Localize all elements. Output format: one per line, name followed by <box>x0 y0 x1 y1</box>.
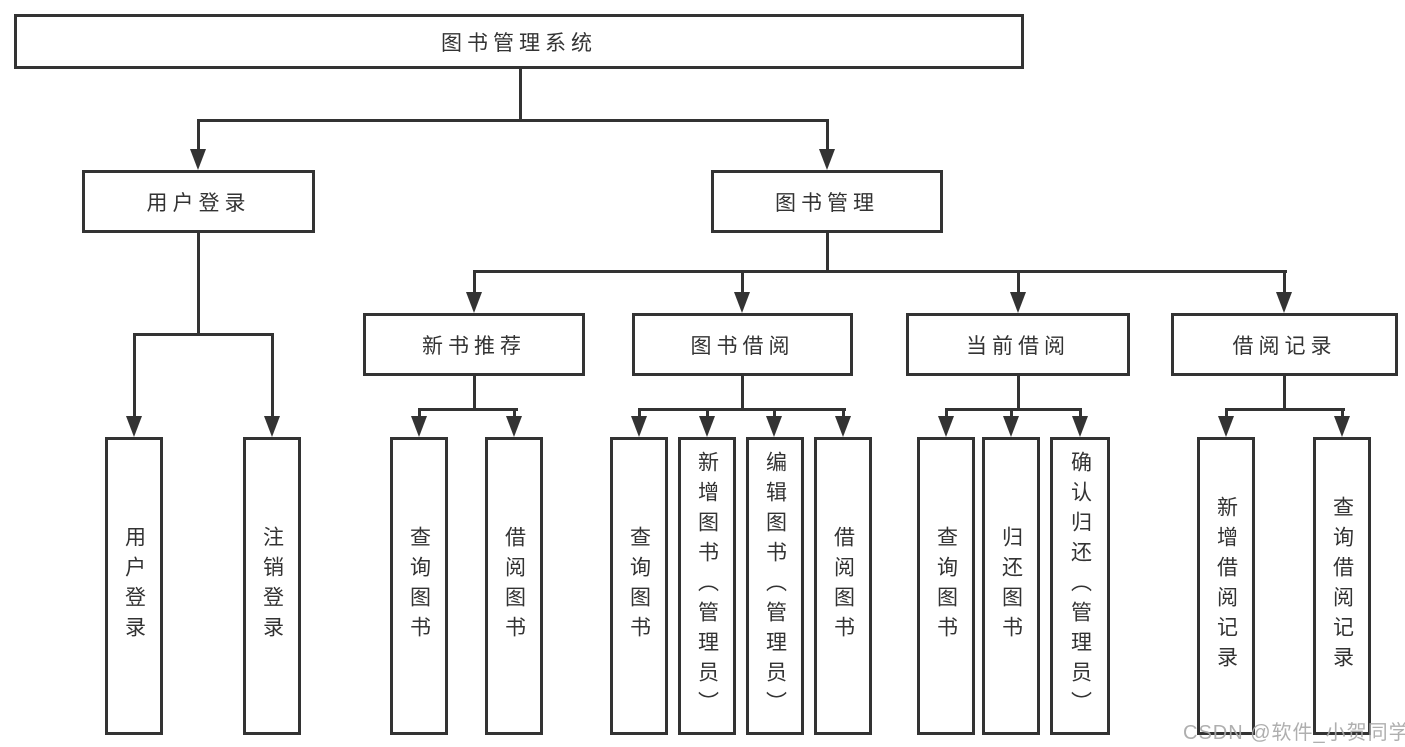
arrow-to-leaf-return-books <box>1003 416 1019 437</box>
connector-current-stub-2 <box>1009 408 1013 420</box>
arrow-to-leaf-confirm-return-admin <box>1072 416 1088 437</box>
connector-login-bar <box>132 333 274 336</box>
leaf-label: 归还图书 <box>999 526 1023 646</box>
connector-root-stub-left <box>196 119 200 151</box>
node-borrowing-records: 借阅记录 <box>1171 313 1398 376</box>
arrow-to-leaf-user-login <box>126 416 142 437</box>
leaf-logout: 注销登录 <box>243 437 301 735</box>
connector-newbook-bar <box>417 408 518 411</box>
leaf-label: 借阅图书 <box>831 526 855 646</box>
arrow-to-borrowing-records <box>1276 292 1292 313</box>
connector-mgmt-stub-4 <box>1282 270 1286 296</box>
connector-newbook-stub-1 <box>417 408 421 420</box>
arrow-to-leaf-query-books-current <box>938 416 954 437</box>
node-label: 新书推荐 <box>422 334 526 358</box>
connector-login-stub-1 <box>132 333 136 419</box>
leaf-label: 确认归还（管理员） <box>1068 451 1092 721</box>
node-label: 图书管理 <box>775 191 879 215</box>
arrow-to-leaf-borrow-books-newrec <box>506 416 522 437</box>
leaf-label: 编辑图书（管理员） <box>763 451 787 721</box>
arrow-to-leaf-query-books-borrowing <box>631 416 647 437</box>
connector-mgmt-stem <box>825 233 829 273</box>
connector-records-bar <box>1224 408 1345 411</box>
leaf-add-book-admin: 新增图书（管理员） <box>678 437 736 735</box>
leaf-query-books-newrec: 查询图书 <box>390 437 448 735</box>
leaf-query-books-current: 查询图书 <box>917 437 975 735</box>
arrow-to-book-borrowing <box>734 292 750 313</box>
connector-mgmt-stub-2 <box>740 270 744 296</box>
leaf-query-borrow-record: 查询借阅记录 <box>1313 437 1371 735</box>
connector-mgmt-stub-1 <box>472 270 476 296</box>
leaf-label: 新增图书（管理员） <box>695 451 719 721</box>
leaf-label: 注销登录 <box>260 526 284 646</box>
leaf-borrow-books-borrowing: 借阅图书 <box>814 437 872 735</box>
leaf-label: 用户登录 <box>122 526 146 646</box>
connector-mgmt-stub-3 <box>1016 270 1020 296</box>
arrow-to-user-login <box>190 149 206 170</box>
leaf-query-books-borrowing: 查询图书 <box>610 437 668 735</box>
leaf-confirm-return-admin: 确认归还（管理员） <box>1050 437 1110 735</box>
connector-login-stem <box>196 233 200 336</box>
node-label: 借阅记录 <box>1232 334 1337 358</box>
leaf-user-login: 用户登录 <box>105 437 163 735</box>
connector-records-stub-1 <box>1224 408 1228 420</box>
leaf-label: 新增借阅记录 <box>1214 496 1238 676</box>
leaf-edit-book-admin: 编辑图书（管理员） <box>746 437 804 735</box>
arrow-to-leaf-query-books-newrec <box>411 416 427 437</box>
connector-current-stub-3 <box>1078 408 1082 420</box>
arrow-to-leaf-borrow-books-borrowing <box>835 416 851 437</box>
leaf-borrow-books-newrec: 借阅图书 <box>485 437 543 735</box>
connector-current-stem <box>1016 376 1020 411</box>
connector-borrow-stub-3 <box>772 408 776 420</box>
arrow-to-leaf-query-borrow-record <box>1334 416 1350 437</box>
connector-newbook-stub-2 <box>512 408 516 420</box>
leaf-return-books: 归还图书 <box>982 437 1040 735</box>
connector-borrow-stub-4 <box>841 408 845 420</box>
leaf-label: 查询图书 <box>407 526 431 646</box>
connector-newbook-stem <box>472 376 476 411</box>
node-user-login: 用户登录 <box>82 170 315 233</box>
node-book-management: 图书管理 <box>711 170 943 233</box>
connector-current-stub-1 <box>944 408 948 420</box>
arrow-to-leaf-add-book-admin <box>699 416 715 437</box>
connector-mgmt-bar <box>472 270 1287 273</box>
node-label: 当前借阅 <box>966 334 1070 358</box>
node-library-system: 图书管理系统 <box>14 14 1024 69</box>
connector-borrow-stub-2 <box>705 408 709 420</box>
connector-records-stem <box>1282 376 1286 411</box>
leaf-label: 查询借阅记录 <box>1330 496 1354 676</box>
connector-borrow-stem <box>740 376 744 411</box>
leaf-label: 查询图书 <box>934 526 958 646</box>
arrow-to-book-management <box>819 149 835 170</box>
node-book-borrowing: 图书借阅 <box>632 313 853 376</box>
arrow-to-new-book-recommend <box>466 292 482 313</box>
node-current-borrowing: 当前借阅 <box>906 313 1130 376</box>
arrow-to-leaf-edit-book-admin <box>766 416 782 437</box>
node-label: 图书管理系统 <box>441 31 597 55</box>
node-label: 用户登录 <box>146 191 251 215</box>
leaf-add-borrow-record: 新增借阅记录 <box>1197 437 1255 735</box>
connector-records-stub-2 <box>1340 408 1344 420</box>
watermark: CSDN @软件_小贺同学 <box>1183 722 1405 744</box>
connector-current-bar <box>944 408 1082 411</box>
arrow-to-leaf-logout <box>264 416 280 437</box>
connector-root-stem <box>518 69 522 121</box>
connector-root-stub-right <box>825 119 829 151</box>
arrow-to-leaf-add-borrow-record <box>1218 416 1234 437</box>
leaf-label: 借阅图书 <box>502 526 526 646</box>
node-new-book-recommend: 新书推荐 <box>363 313 585 376</box>
leaf-label: 查询图书 <box>627 526 651 646</box>
connector-login-stub-2 <box>270 333 274 419</box>
arrow-to-current-borrowing <box>1010 292 1026 313</box>
node-label: 图书借阅 <box>690 334 795 358</box>
connector-root-bar <box>196 119 829 122</box>
connector-borrow-bar <box>637 408 846 411</box>
connector-borrow-stub-1 <box>637 408 641 420</box>
